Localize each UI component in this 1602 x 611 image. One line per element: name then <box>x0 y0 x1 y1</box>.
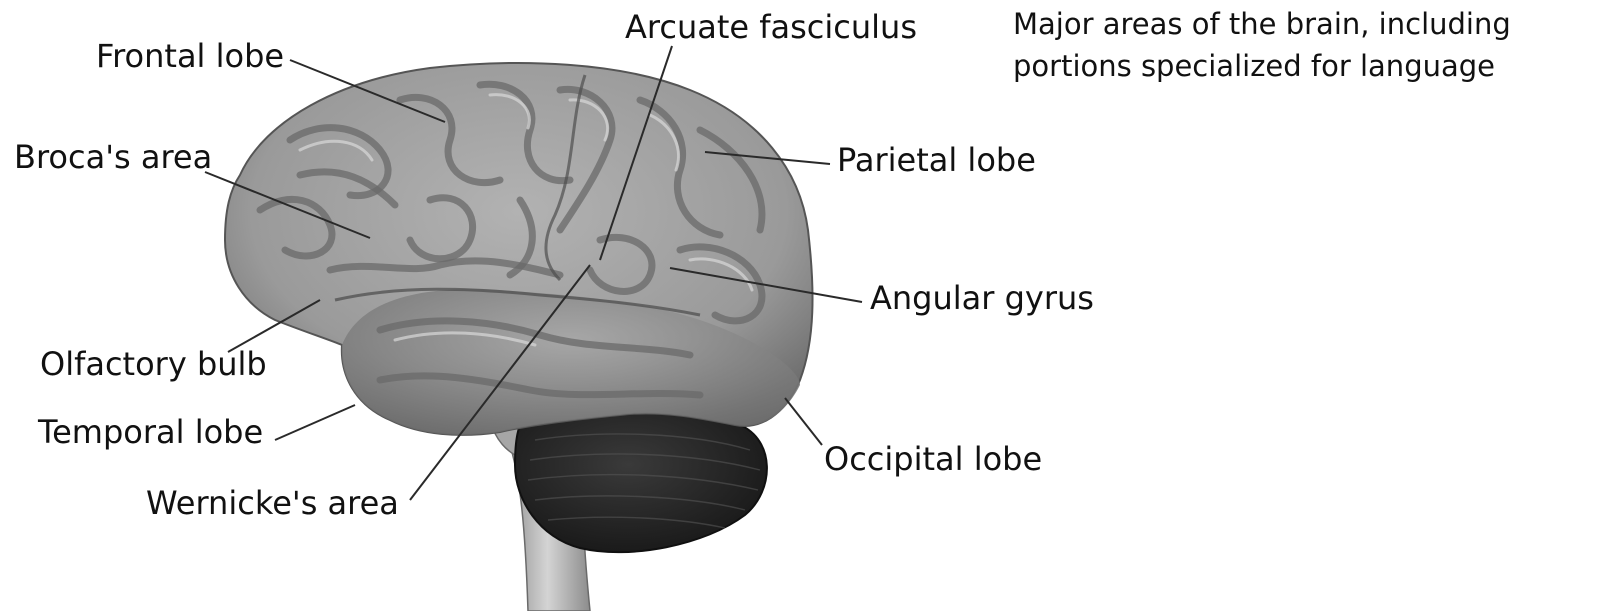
caption-line-2: portions specialized for language <box>1013 49 1495 83</box>
label-olfactory-bulb: Olfactory bulb <box>40 345 267 383</box>
label-frontal-lobe: Frontal lobe <box>96 37 284 75</box>
label-wernickes-area: Wernicke's area <box>146 484 399 522</box>
label-brocas-area: Broca's area <box>14 138 212 176</box>
label-angular-gyrus: Angular gyrus <box>870 279 1094 317</box>
cerebellum <box>515 406 767 552</box>
leader-occipital-lobe <box>785 398 822 445</box>
label-temporal-lobe: Temporal lobe <box>37 413 263 451</box>
label-occipital-lobe: Occipital lobe <box>824 440 1042 478</box>
caption-line-1: Major areas of the brain, including <box>1013 7 1511 41</box>
label-parietal-lobe: Parietal lobe <box>837 141 1036 179</box>
label-arcuate-fasciculus: Arcuate fasciculus <box>625 8 917 46</box>
leader-temporal-lobe <box>275 405 355 440</box>
